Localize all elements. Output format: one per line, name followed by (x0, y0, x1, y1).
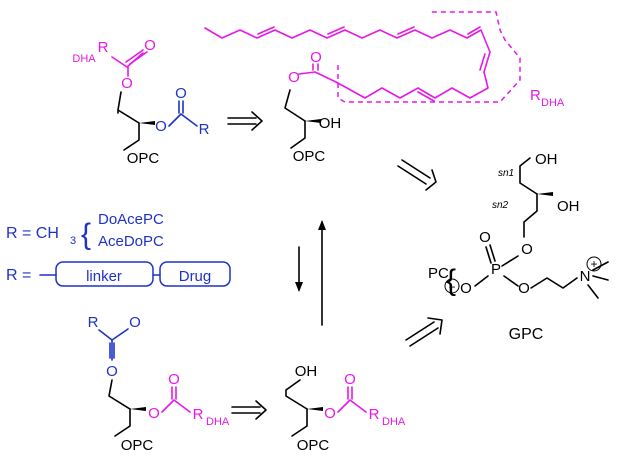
atom-label: O (148, 405, 160, 422)
atom-label: O (155, 118, 167, 135)
atom-label: N (580, 268, 591, 285)
atom-label: OH (295, 363, 318, 380)
r-definitions: R = CH 3 { DoAcePC AceDoPC R = linker Dr… (6, 211, 231, 287)
retro-arrow-top (227, 111, 263, 131)
r-ch3-subscript: 3 (70, 235, 76, 247)
atom-subscript: DHA (72, 53, 96, 65)
atom-label: O (144, 37, 156, 54)
atom-label: O (460, 280, 472, 297)
doacepc-label: DoAcePC (98, 211, 164, 228)
r-dha-label: R (530, 87, 541, 104)
atom-label: OH (319, 115, 342, 132)
atom-label: OPC (297, 437, 330, 454)
atom-label: O (324, 405, 336, 422)
atom-label: OPC (293, 148, 326, 165)
r-linker-label: R = (6, 267, 31, 284)
structure-gpc: OH sn1 sn2 OH O P O O − O N + PC { GPC (428, 151, 609, 343)
structure-sn2-dha: OH O O R DHA OPC (285, 363, 406, 454)
pc-label: PC (428, 265, 449, 282)
atom-label: R (199, 121, 210, 138)
drug-text: Drug (179, 268, 212, 285)
pc-brace: { (446, 264, 456, 297)
atom-label: O (121, 75, 133, 92)
atom-label: OH (535, 151, 558, 168)
atom-label: O (479, 229, 491, 246)
atom-subscript: DHA (382, 416, 406, 428)
atom-label: O (518, 280, 530, 297)
sn2-label: sn2 (492, 200, 509, 211)
atom-label: O (168, 371, 180, 388)
atom-subscript: DHA (206, 416, 230, 428)
atom-label: O (106, 363, 118, 380)
atom-label: O (288, 69, 300, 86)
gpc-label: GPC (509, 326, 544, 343)
plus-charge: + (590, 257, 597, 271)
retro-arrow-bottom (231, 400, 267, 420)
atom-label: OPC (127, 150, 160, 167)
atom-label: R (369, 406, 380, 423)
retro-arrow-to-gpc-top (397, 159, 437, 191)
atom-label: OPC (121, 437, 154, 454)
acedopc-label: AceDoPC (98, 233, 164, 250)
linker-text: linker (86, 268, 122, 285)
structure-sn1-r-sn2-dha: R O O O O R DHA OPC (88, 314, 230, 454)
minus-charge: − (448, 280, 455, 294)
structure-sn1-dha-chain: O O R DHA OH OPC (204, 11, 565, 165)
retro-arrow-to-gpc-bottom (405, 317, 443, 347)
atom-label: O (310, 49, 322, 66)
equilibrium-arrows (295, 220, 326, 326)
structure-sn1-dha-sn2-r: O R DHA O O O R OPC (72, 37, 209, 167)
atom-label: R (98, 39, 109, 56)
atom-label: O (129, 314, 141, 331)
atom-label: P (491, 261, 501, 278)
sn1-label: sn1 (498, 168, 514, 179)
atom-label: O (344, 371, 356, 388)
linker-box (55, 261, 154, 287)
r-ch3-label: R = CH (6, 225, 59, 242)
atom-label: R (193, 406, 204, 423)
drug-box (159, 261, 231, 287)
atom-label: O (521, 241, 533, 258)
r-dha-subscript: DHA (541, 97, 565, 109)
atom-label: R (88, 314, 99, 331)
atom-label: OH (557, 198, 580, 215)
atom-label: O (175, 85, 187, 102)
r-brace: { (81, 218, 91, 251)
